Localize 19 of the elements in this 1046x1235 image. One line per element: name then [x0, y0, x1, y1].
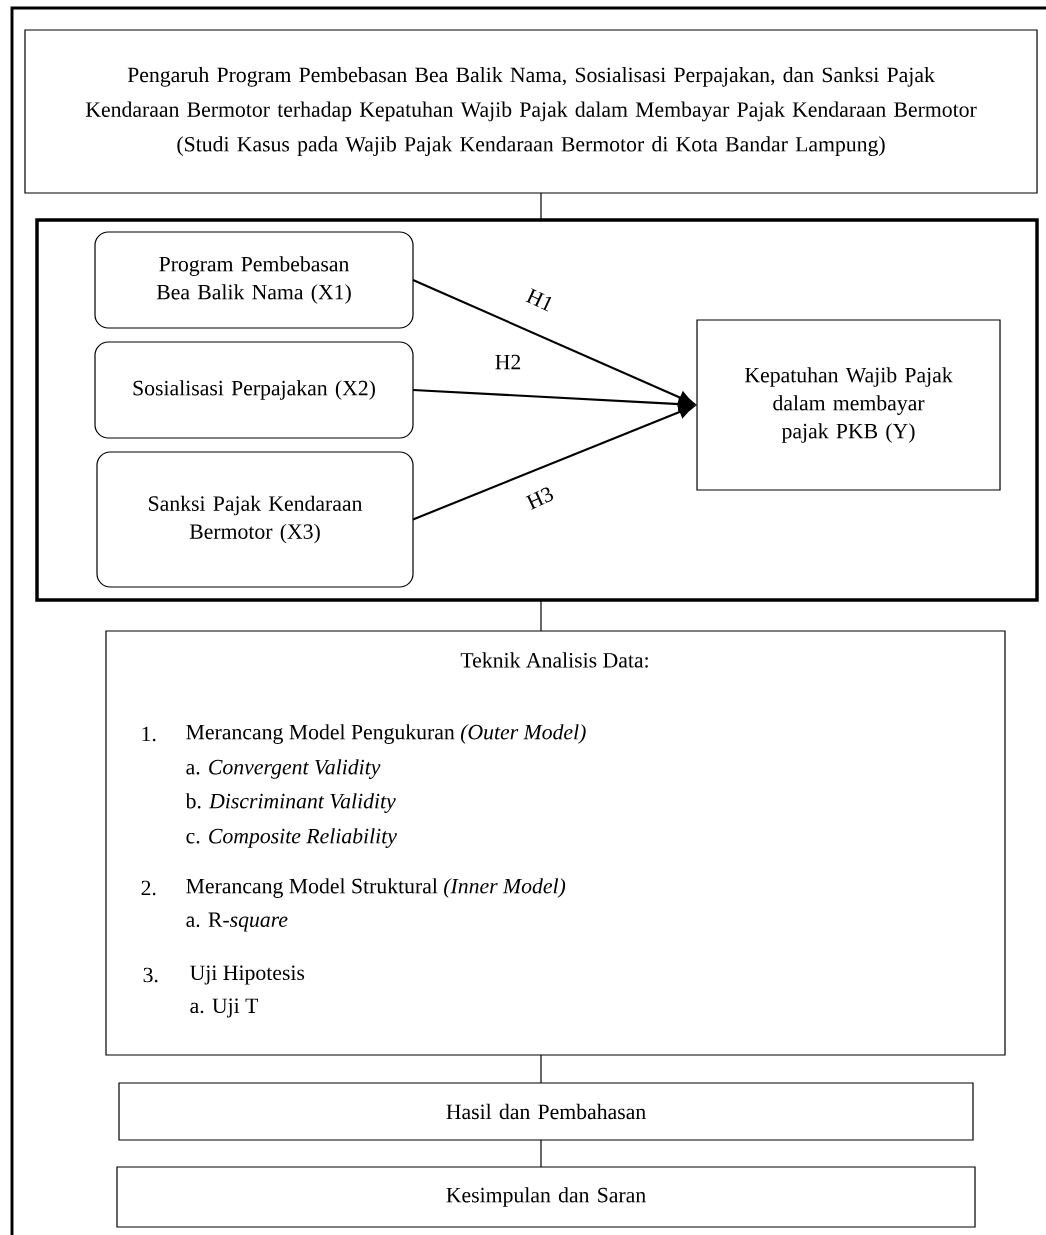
variable-box: Program Pembebasan Bea Balik Nama (X1): [94, 231, 414, 329]
outcome-box: Kepatuhan Wajib Pajak dalam membayar pajak PKB (Y): [696, 319, 1001, 491]
edge-label: H2: [493, 353, 523, 371]
arrow: [412, 405, 695, 521]
analysis-box: Teknik Analisis Data: 1. Merancang Model Pengukuran (Outer Model) a. Convergent Validity b. Discriminant Validity c. Composite Reliability 2. Merancang Model Struktural (Inner Model) a. R-square 3. Uji Hipotesis a. Uji T: [105, 630, 1006, 1056]
edge-label: H1: [523, 286, 557, 314]
connector-line: [540, 1054, 542, 1084]
model-frame: [35, 218, 1039, 602]
title-box: Pengaruh Program Pembebasan Bea Balik Nama, Sosialisasi Perpajakan, dan Sanksi Pajak Kendaraan Bermotor terhadap Kepatuhan Wajib Pajak dalam Membayar Pajak Kendaraan Bermotor (Studi Kasus pada Wajib Pajak Kendaraan Bermotor di Kota Bandar Lampung): [24, 29, 1038, 194]
arrow: [412, 279, 695, 405]
connector-line: [540, 599, 542, 632]
connector-line: [540, 192, 542, 221]
variable-box: Sosialisasi Perpajakan (X2): [94, 341, 414, 439]
process-box: Kesimpulan dan Saran: [116, 1166, 976, 1228]
edge-label: H3: [523, 484, 557, 512]
arrow: [412, 388, 694, 411]
connector-line: [540, 1139, 542, 1168]
variable-box: Sanksi Pajak Kendaraan Bermotor (X3): [96, 451, 414, 588]
process-box: Hasil dan Pembahasan: [118, 1082, 974, 1141]
